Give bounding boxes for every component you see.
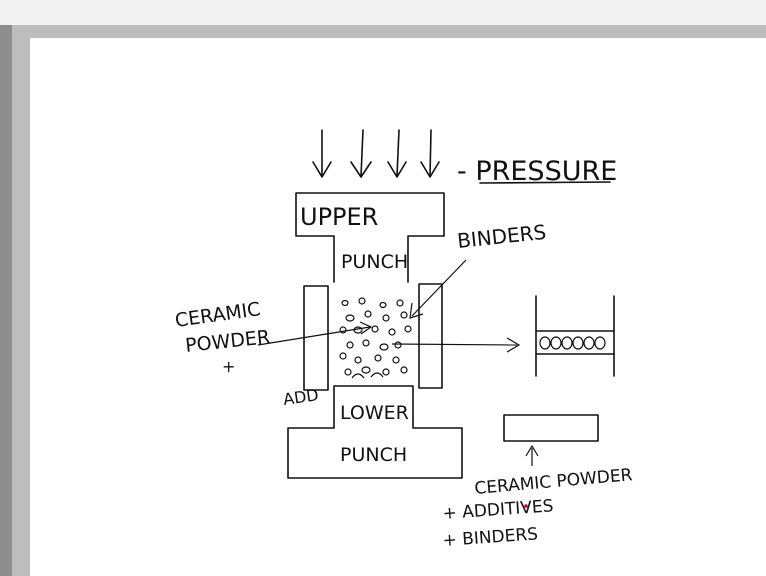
red-dot — [524, 504, 528, 508]
compacted-die — [536, 296, 614, 376]
lower-label: LOWER — [340, 402, 409, 424]
ceramic-label: CERAMIC — [174, 298, 262, 332]
arrow-down-2 — [351, 130, 371, 177]
pressure-arrows — [313, 130, 439, 177]
plus-label: + — [222, 357, 235, 376]
ceramic-powder-label: CERAMIC POWDER — [474, 465, 634, 499]
powder-label: POWDER — [184, 326, 271, 357]
binders-label: BINDERS — [456, 220, 547, 253]
binders-list-label: + BINDERS — [442, 524, 539, 551]
upper-punch-label: PUNCH — [341, 251, 408, 273]
arrow-down-1 — [313, 130, 331, 177]
die-wall-right — [419, 284, 442, 388]
die-wall-left — [304, 286, 328, 390]
lower-punch-label: PUNCH — [340, 444, 407, 466]
arrow-down-4 — [421, 130, 439, 177]
add-label: ADD — [282, 385, 320, 409]
upper-label: UPPER — [300, 203, 378, 231]
additives-label: + ADDITIVES — [442, 496, 554, 524]
powder-particles — [340, 298, 411, 378]
green-compact — [504, 415, 598, 441]
arrow-down-3 — [388, 130, 406, 177]
